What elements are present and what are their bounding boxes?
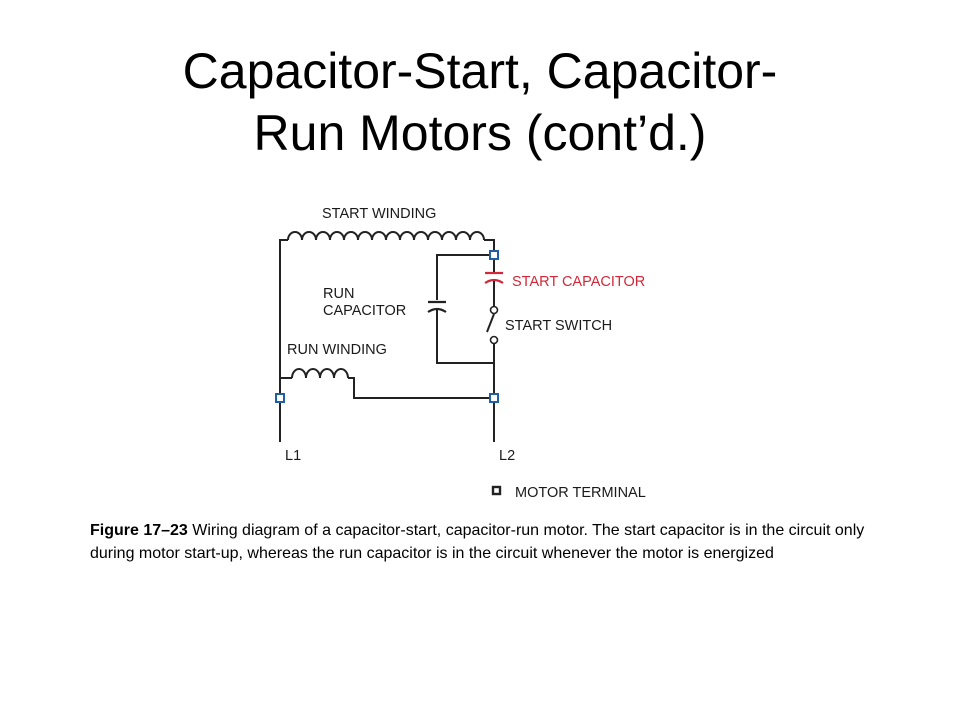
motor-terminal-legend-label: MOTOR TERMINAL bbox=[515, 485, 646, 501]
start-switch-contact-bottom bbox=[489, 335, 499, 345]
run-capacitor-label-line-2: CAPACITOR bbox=[323, 303, 406, 319]
motor-terminal-legend-icon bbox=[491, 485, 502, 496]
motor-terminal-l1 bbox=[275, 393, 285, 403]
run-capacitor-branch-lower bbox=[436, 310, 494, 364]
start-winding-left-lead bbox=[279, 239, 288, 395]
figure-caption: Figure 17–23 Wiring diagram of a capacit… bbox=[90, 519, 880, 565]
motor-terminal-l2 bbox=[489, 393, 499, 403]
figure-label: Figure 17–23 bbox=[90, 522, 188, 539]
slide-title-line-2: Run Motors (cont’d.) bbox=[253, 105, 707, 161]
start-switch-blade bbox=[486, 313, 495, 333]
run-winding bbox=[280, 368, 494, 399]
run-capacitor-branch bbox=[436, 254, 494, 300]
l1-label: L1 bbox=[285, 448, 301, 464]
run-capacitor-symbol bbox=[427, 300, 447, 313]
run-winding-label: RUN WINDING bbox=[287, 342, 387, 358]
slide-title-line-1: Capacitor-Start, Capacitor- bbox=[182, 43, 778, 99]
start-capacitor-label: START CAPACITOR bbox=[512, 274, 645, 290]
run-winding-coil bbox=[291, 368, 349, 379]
start-capacitor-symbol bbox=[484, 271, 504, 284]
start-switch-label: START SWITCH bbox=[505, 318, 612, 334]
figure-caption-text: Wiring diagram of a capacitor-start, cap… bbox=[90, 522, 865, 562]
start-switch-contact-top bbox=[489, 305, 499, 315]
l2-label: L2 bbox=[499, 448, 515, 464]
start-winding-coil bbox=[287, 231, 485, 241]
motor-terminal-start-winding bbox=[489, 250, 499, 260]
run-winding-right-lead bbox=[348, 377, 494, 399]
start-winding-label: START WINDING bbox=[322, 206, 436, 222]
slide-title: Capacitor-Start, Capacitor- Run Motors (… bbox=[0, 40, 960, 164]
run-capacitor-label-line-1: RUN bbox=[323, 286, 354, 302]
